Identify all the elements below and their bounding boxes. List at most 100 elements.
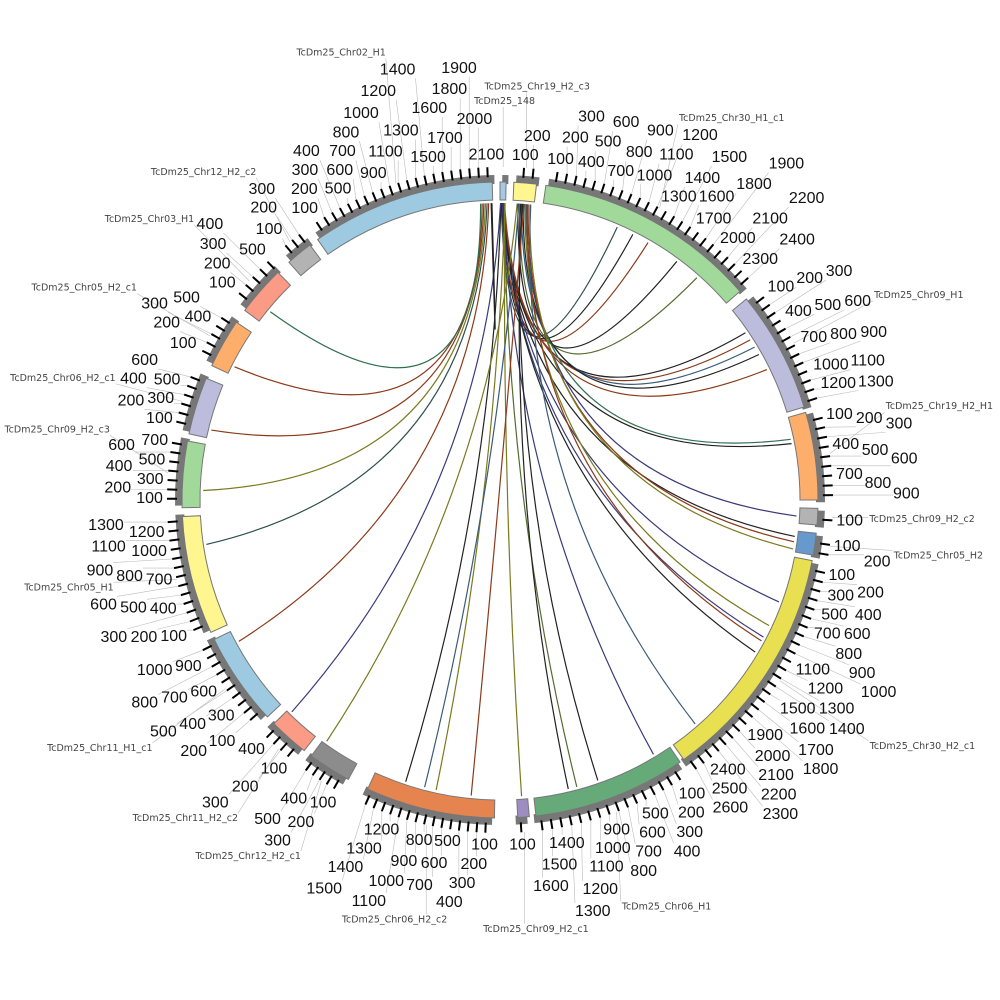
tick-label: 1400: [829, 721, 865, 738]
tick-label: 2500: [712, 780, 748, 797]
tick-mark: [423, 814, 428, 825]
tick-mark: [221, 676, 231, 684]
tick-label: 600: [891, 450, 918, 467]
label-leader-line: [187, 674, 217, 690]
tick-mark: [706, 243, 715, 253]
tick-mark: [573, 175, 578, 186]
label-leader-line: [829, 411, 885, 454]
chromosome-TcDm25_Chr09_H2_c3[interactable]: [166, 437, 206, 509]
chromosome-TcDm25_Chr05_H2[interactable]: [794, 530, 831, 559]
tick-mark: [814, 426, 826, 431]
chromosome-TcDm25_Chr05_H2_c1[interactable]: [201, 316, 252, 374]
chromosome-TcDm25_Chr19_H2_H1[interactable]: [787, 411, 833, 503]
tick-mark: [220, 316, 231, 325]
tick-mark: [279, 742, 288, 752]
tick-mark: [617, 189, 624, 201]
chromosome-TcDm25_Chr11_H2_c2[interactable]: [265, 710, 317, 758]
chromosome-shadow: [240, 265, 281, 310]
tick-label: 300: [202, 795, 229, 812]
tick-mark: [189, 616, 200, 623]
tick-mark: [183, 599, 194, 605]
label-leader-line: [318, 179, 333, 213]
tick-mark: [771, 319, 782, 327]
tick-mark: [431, 816, 436, 827]
tick-label: 2300: [742, 251, 778, 268]
tick-mark: [237, 698, 247, 707]
tick-mark: [818, 445, 829, 449]
label-leaders-layer: [109, 58, 893, 924]
label-leader-line: [718, 750, 763, 807]
tick-mark: [766, 680, 777, 688]
tick-mark: [790, 639, 801, 647]
tick-mark: [674, 770, 682, 781]
chromosome-TcDm25_Chr19_H2_c3[interactable]: [512, 167, 540, 203]
chromosome-TcDm25_Chr02_H1[interactable]: [315, 167, 495, 255]
tick-mark: [718, 736, 727, 746]
tick-label: 500: [239, 241, 266, 258]
chromosome-band: [366, 772, 496, 819]
synteny-link: [501, 202, 780, 603]
chromosome-TcDm25_Chr30_H2_c1[interactable]: [672, 556, 826, 770]
tick-mark: [202, 644, 213, 652]
synteny-link: [211, 203, 485, 437]
tick-label: 1000: [131, 543, 167, 560]
chromosome-label: TcDm25_Chr05_H2_c1: [31, 283, 137, 294]
chromosome-TcDm25_Chr12_H2_c2[interactable]: [284, 233, 322, 277]
chromosome-TcDm25_Chr09_H1[interactable]: [731, 296, 818, 413]
tick-mark: [181, 402, 192, 408]
tick-mark: [468, 168, 472, 179]
label-leader-line: [705, 192, 737, 239]
chromosome-TcDm25_148[interactable]: [499, 175, 509, 201]
tick-mark: [713, 250, 722, 259]
tick-label: 800: [830, 326, 857, 343]
tick-mark: [704, 748, 713, 758]
tick-label: 300: [147, 390, 174, 407]
tick-label: 1500: [542, 856, 578, 873]
tick-mark: [564, 173, 569, 184]
label-leader-line: [205, 697, 233, 717]
tick-label: 700: [141, 432, 168, 449]
label-leader-line: [752, 716, 804, 762]
chromosome-TcDm25_Chr30_H1_c1[interactable]: [542, 171, 749, 304]
chromosome-band: [273, 710, 317, 752]
chromosome-TcDm25_Chr06_H2_c1[interactable]: [176, 373, 224, 439]
tick-label: 2000: [720, 230, 756, 247]
chromosome-TcDm25_Chr03_H1[interactable]: [238, 260, 292, 322]
chromosome-TcDm25_Chr05_H1[interactable]: [167, 514, 228, 634]
label-leader-line: [618, 810, 631, 863]
label-leader-line: [146, 594, 181, 600]
tick-label: 200: [232, 778, 259, 795]
tick-mark: [171, 441, 182, 446]
tick-label: 500: [814, 297, 841, 314]
chromosome-TcDm25_Chr11_H1_c1[interactable]: [202, 630, 282, 721]
tick-label: 500: [862, 442, 889, 459]
label-leader-line: [152, 688, 226, 744]
tick-label: 600: [421, 855, 448, 872]
tick-label: 1000: [137, 662, 173, 679]
chromosome-TcDm25_Chr09_H2_c2[interactable]: [798, 507, 833, 528]
chromosome-band: [211, 321, 252, 374]
tick-label: 300: [208, 707, 235, 724]
tick-mark: [697, 754, 705, 764]
tick-mark: [794, 631, 805, 638]
synteny-link: [529, 204, 696, 725]
tick-label: 300: [141, 295, 168, 312]
label-leader-line: [713, 172, 769, 245]
chromosome-shadow: [206, 316, 240, 365]
label-leader-line: [822, 581, 858, 586]
label-leader-line: [363, 808, 374, 860]
label-leader-line: [314, 784, 327, 814]
tick-label: 300: [248, 181, 275, 198]
tick-mark: [325, 775, 333, 785]
tick-label: 800: [626, 144, 653, 161]
tick-mark: [372, 798, 379, 809]
label-leader-line: [355, 160, 365, 197]
tick-label: 2400: [779, 232, 815, 249]
label-leader-line: [226, 252, 253, 278]
chromosome-TcDm25_Chr06_H1[interactable]: [533, 746, 683, 831]
tick-label: 1800: [736, 176, 772, 193]
chromosome-TcDm25_Chr09_H2_c1[interactable]: [515, 798, 530, 833]
chromosome-TcDm25_Chr06_H2_c2[interactable]: [362, 772, 496, 833]
label-leader-line: [180, 331, 207, 343]
chromosome-TcDm25_Chr12_H2_c1[interactable]: [304, 740, 358, 790]
